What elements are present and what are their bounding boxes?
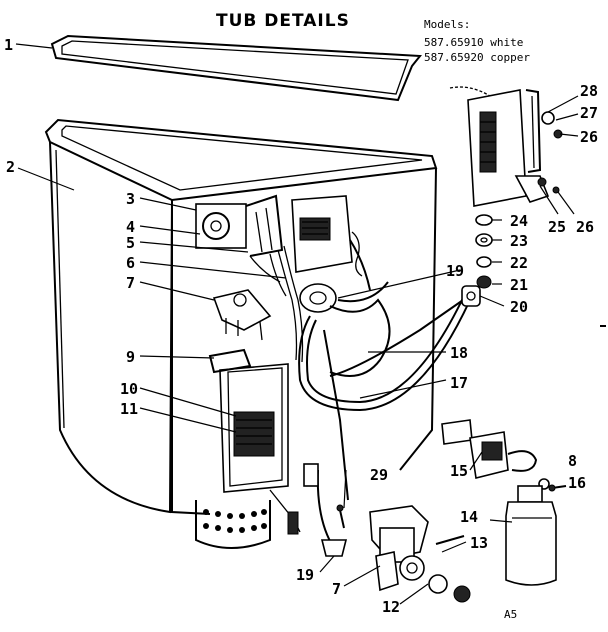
part-solenoid-switch — [212, 289, 272, 341]
callout-15: 15 — [450, 462, 468, 480]
callout-17: 17 — [450, 374, 468, 392]
part-fittings-stack — [475, 214, 493, 289]
part-wire-harness — [249, 245, 304, 363]
part-tub-body — [44, 118, 438, 515]
callout-1: 1 — [4, 36, 13, 54]
callout-21: 21 — [510, 276, 528, 294]
callout-7-lower: 7 — [332, 580, 341, 598]
callout-19-upper: 19 — [446, 262, 464, 280]
callout-2: 2 — [6, 158, 15, 176]
callout-23: 23 — [510, 232, 528, 250]
callout-25: 25 — [548, 218, 566, 236]
part-switch-bracket — [441, 419, 567, 492]
callout-28: 28 — [580, 82, 598, 100]
callout-5: 5 — [126, 234, 135, 252]
part-drain-motor — [195, 489, 301, 549]
models-heading: Models: — [424, 18, 470, 31]
callout-4: 4 — [126, 218, 135, 236]
callout-26-lower: 26 — [576, 218, 594, 236]
callout-14: 14 — [460, 508, 478, 526]
callout-20: 20 — [510, 298, 528, 316]
callout-3: 3 — [126, 190, 135, 208]
callout-22: 22 — [510, 254, 528, 272]
callout-18: 18 — [450, 344, 468, 362]
callout-19-lower: 19 — [296, 566, 314, 584]
part-timer-bracket — [195, 194, 284, 257]
callout-13: 13 — [470, 534, 488, 552]
callout-9: 9 — [126, 348, 135, 366]
callout-24: 24 — [510, 212, 528, 230]
callout-11: 11 — [120, 400, 138, 418]
callout-27: 27 — [580, 104, 598, 122]
callout-29: 29 — [370, 466, 388, 484]
part-dispenser-bottle — [505, 485, 557, 586]
part-upper-terminal-block — [291, 195, 363, 277]
callout-8: 8 — [568, 452, 577, 470]
callout-6: 6 — [126, 254, 135, 272]
part-water-valve — [369, 505, 471, 603]
callout-26-upper: 26 — [580, 128, 598, 146]
leader-lines — [15, 43, 579, 605]
diagram-title: TUB DETAILS — [216, 11, 350, 31]
part-external-inlet-assembly — [449, 86, 563, 207]
part-inlet-hoses — [298, 239, 481, 557]
part-lower-terminal-box — [208, 348, 289, 493]
callout-16: 16 — [568, 474, 586, 492]
callout-12: 12 — [382, 598, 400, 616]
part-tub-lid — [50, 34, 422, 102]
model-line-copper: 587.65920 copper — [424, 51, 530, 64]
callout-7-upper: 7 — [126, 274, 135, 292]
corner-code: A5 — [504, 608, 517, 621]
callout-10: 10 — [120, 380, 138, 398]
part-screw-29 — [336, 504, 345, 529]
model-line-white: 587.65910 white — [424, 36, 523, 49]
